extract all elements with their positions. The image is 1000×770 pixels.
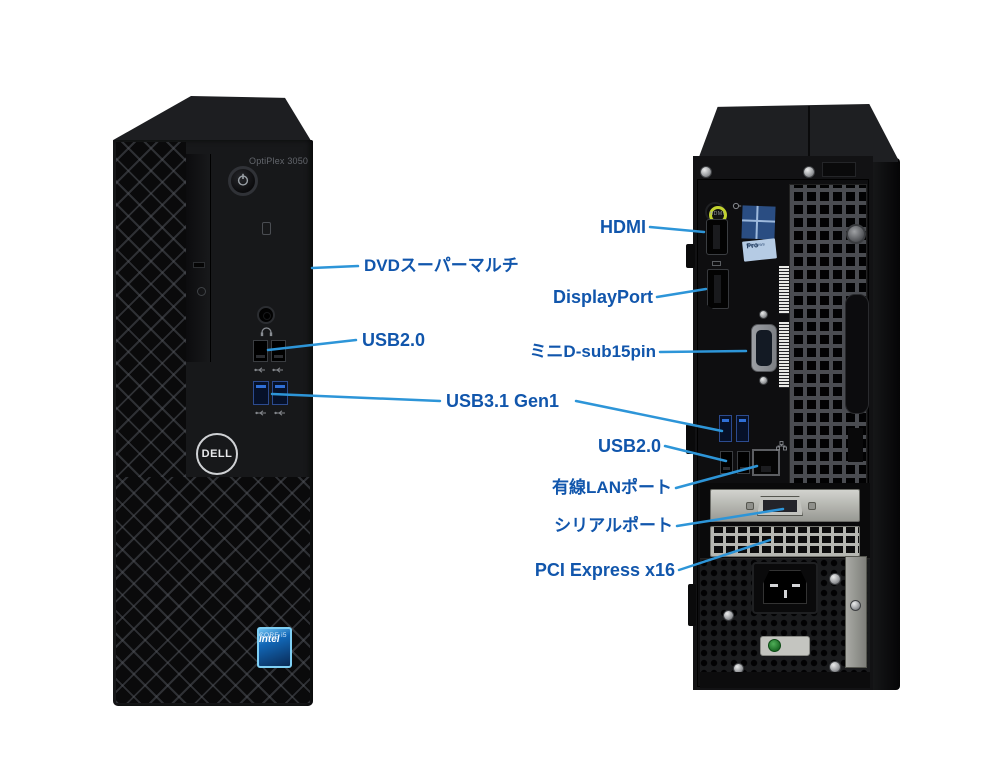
rear-usb3-port-2	[736, 415, 749, 442]
thumbscrew	[846, 224, 866, 244]
line-out-icon	[732, 202, 742, 210]
rear-usb3-port-1	[719, 415, 732, 442]
hdmi-port-label: HDMI	[709, 211, 725, 217]
front-usb3-port-2	[272, 381, 288, 405]
headset-icon	[260, 327, 273, 337]
screw	[723, 610, 734, 621]
service-tag-label	[779, 266, 790, 314]
rear-lan-port	[752, 449, 780, 476]
screw	[700, 166, 712, 178]
front-tower-top-face	[113, 96, 313, 144]
displayport-icon	[712, 261, 721, 266]
intel-core-i5-badge: intel CORE i5	[257, 627, 292, 668]
rear-hdmi-port	[706, 219, 728, 255]
annotation-hdmi: HDMI	[600, 217, 646, 237]
case-tab	[686, 244, 695, 268]
ac-pin	[792, 584, 800, 587]
pcie-slot-cover	[710, 526, 860, 557]
rear-latch-slot	[822, 162, 856, 177]
annotation-displayport: DisplayPort	[552, 287, 653, 307]
rear-vga-port	[751, 324, 777, 372]
annotation-usb20-rear: USB2.0	[597, 436, 661, 456]
rear-serial-port	[757, 496, 803, 516]
annotation-pcie: PCI Express x16	[534, 560, 675, 580]
optical-drive-eject-button	[193, 262, 205, 268]
vga-screw	[759, 376, 768, 385]
case-tab	[688, 584, 696, 626]
side-handle-latch	[845, 294, 869, 414]
power-icon	[237, 173, 249, 186]
disc-icon	[197, 287, 206, 296]
dell-logo-text: DELL	[201, 448, 233, 460]
usb-icon	[272, 367, 283, 373]
rear-displayport-port	[707, 269, 729, 309]
ac-pin	[784, 590, 787, 598]
callout-line-dvd	[310, 264, 360, 270]
screw	[829, 573, 841, 585]
dell-logo: DELL	[196, 433, 238, 475]
windows-pro-sticker: Pro Windows	[742, 238, 777, 262]
screw	[850, 600, 861, 611]
psu-test-button	[768, 639, 781, 652]
intel-cpu-model-text: CORE i5	[259, 632, 287, 639]
usb-ss-icon	[274, 410, 285, 416]
power-button	[228, 166, 258, 196]
hdd-activity-icon	[262, 222, 271, 235]
optical-drive-slot	[186, 154, 211, 362]
usb-ss-icon	[255, 410, 266, 416]
serial-hex-nut	[808, 502, 816, 510]
front-mesh-panel-bottom	[116, 477, 310, 703]
service-tag-label	[779, 322, 790, 388]
rear-tower-top-face	[693, 104, 898, 162]
model-text: OptiPlex 3050	[249, 156, 309, 166]
psu-mounting-bracket	[845, 556, 867, 668]
ac-pin	[770, 584, 778, 587]
front-usb2-port-1	[253, 340, 268, 362]
annotation-serial: シリアルポート	[554, 516, 673, 535]
rear-bottom-edge	[700, 672, 870, 688]
annotation-lan: 有線LANポート	[552, 478, 672, 497]
annotation-usb31-gen1: USB3.1 Gen1	[446, 391, 560, 411]
vga-screw	[759, 310, 768, 319]
ac-power-socket	[763, 570, 807, 604]
serial-hex-nut	[746, 502, 754, 510]
annotation-dvd: DVDスーパーマルチ	[364, 256, 519, 275]
windows-logo-sticker	[741, 205, 776, 240]
front-usb3-port-1	[253, 381, 269, 405]
network-icon	[776, 441, 787, 451]
annotation-mini-dsub: ミニD-sub15pin	[529, 342, 656, 361]
rear-top-seam	[808, 106, 810, 160]
latch-tab	[848, 428, 863, 462]
intel-logo-text: intel	[259, 634, 280, 645]
screw	[803, 166, 815, 178]
annotation-usb20-front: USB2.0	[362, 330, 426, 350]
front-usb2-port-2	[271, 340, 286, 362]
case-tab	[686, 424, 695, 454]
rear-usb2-port-2	[737, 451, 750, 474]
rear-usb2-port-1	[720, 451, 733, 474]
usb-icon	[254, 367, 265, 373]
windows-sticker-windows-text: Windows	[746, 241, 765, 249]
front-headset-jack	[257, 306, 275, 324]
